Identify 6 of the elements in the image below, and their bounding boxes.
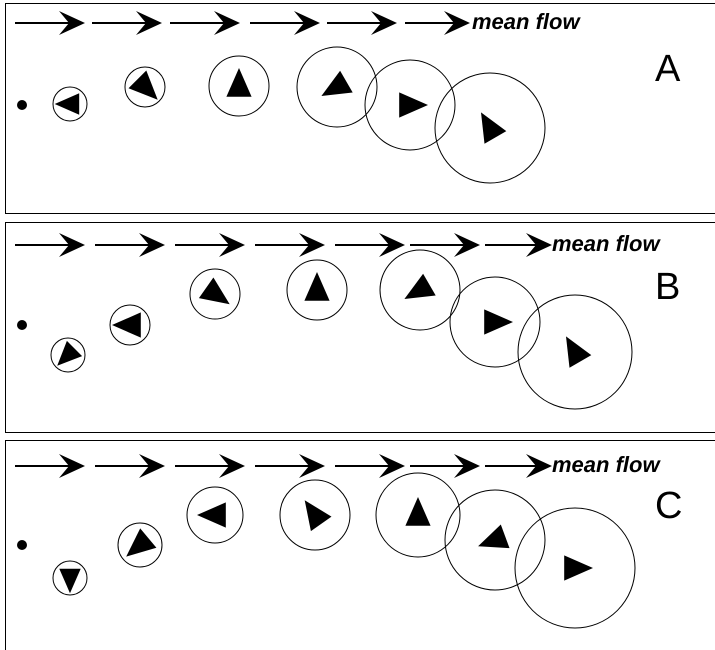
panel-letter: A [655,50,680,88]
panel-letter: C [655,487,682,525]
flow-label: mean flow [552,233,660,255]
flow-label: mean flow [552,454,660,476]
flow-label: mean flow [472,11,580,33]
panel-letter: B [655,268,680,306]
